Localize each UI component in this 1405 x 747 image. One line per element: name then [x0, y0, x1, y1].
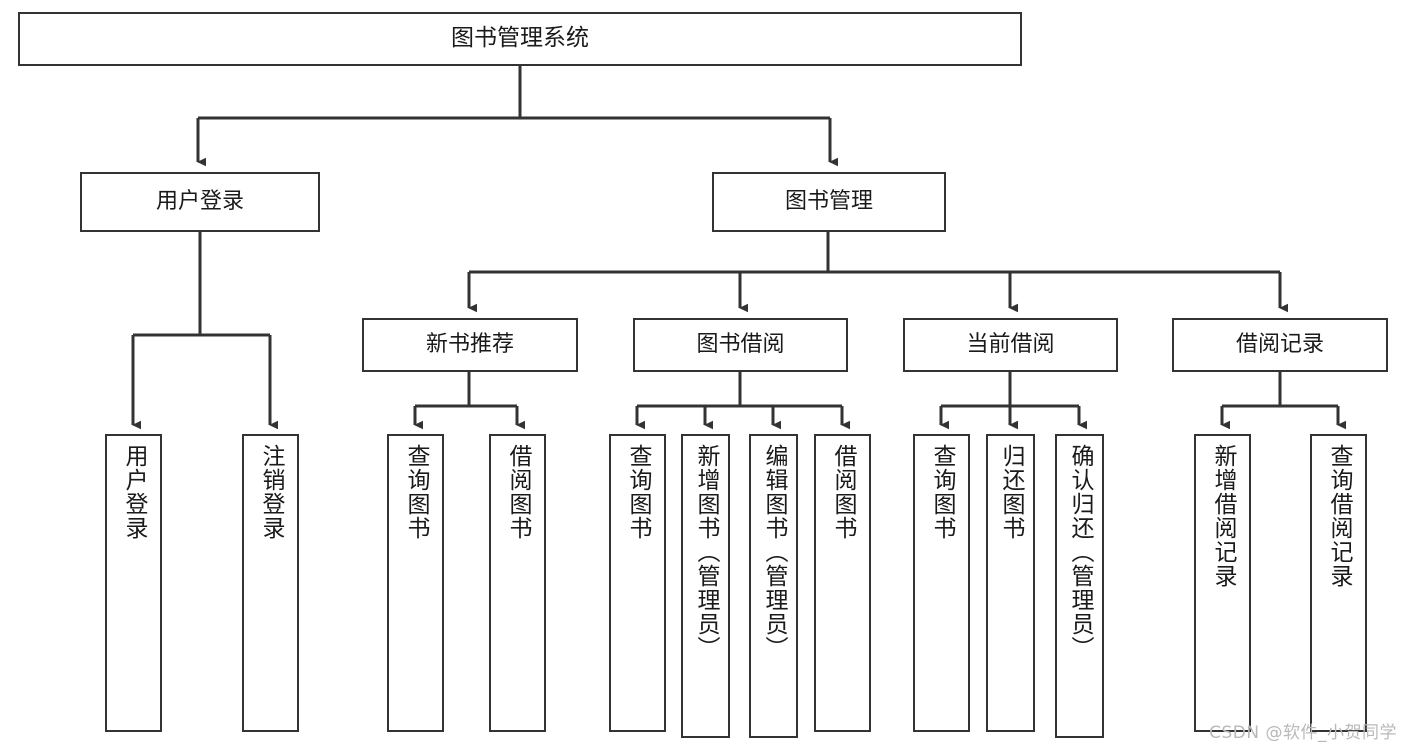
node-leaf-query-book-1[interactable]: 查询图书 — [387, 434, 444, 732]
node-label: 用户登录 — [121, 444, 147, 540]
node-label: 注销登录 — [258, 444, 284, 540]
node-user-login[interactable]: 用户登录 — [80, 172, 320, 232]
node-new-book-recommend[interactable]: 新书推荐 — [362, 318, 578, 372]
node-label: 编辑图书（管理员） — [761, 444, 787, 660]
node-leaf-add-book-admin[interactable]: 新增图书（管理员） — [681, 434, 730, 738]
node-leaf-user-login[interactable]: 用户登录 — [105, 434, 162, 732]
node-label: 查询图书 — [929, 444, 955, 540]
node-leaf-logout-login[interactable]: 注销登录 — [242, 434, 299, 732]
node-leaf-return-book[interactable]: 归还图书 — [986, 434, 1035, 732]
node-label: 查询图书 — [625, 444, 651, 540]
node-book-borrow[interactable]: 图书借阅 — [633, 318, 848, 372]
node-book-management[interactable]: 图书管理 — [712, 172, 946, 232]
node-label: 图书管理 — [784, 189, 873, 215]
node-label: 查询借阅记录 — [1326, 444, 1352, 588]
node-label: 图书借阅 — [696, 332, 785, 358]
node-leaf-query-borrow-record[interactable]: 查询借阅记录 — [1310, 434, 1367, 732]
node-leaf-borrow-book-1[interactable]: 借阅图书 — [489, 434, 546, 732]
node-borrow-record[interactable]: 借阅记录 — [1172, 318, 1388, 372]
node-label: 归还图书 — [998, 444, 1024, 540]
node-leaf-query-book-2[interactable]: 查询图书 — [609, 434, 666, 732]
node-leaf-query-book-3[interactable]: 查询图书 — [913, 434, 970, 732]
node-leaf-confirm-return-admin[interactable]: 确认归还（管理员） — [1055, 434, 1104, 738]
node-label: 图书管理系统 — [451, 25, 589, 52]
node-label: 当前借阅 — [966, 332, 1055, 358]
csdn-watermark: CSDN @软件_小贺同学 — [1209, 723, 1397, 743]
node-label: 新书推荐 — [425, 332, 514, 358]
node-leaf-add-borrow-record[interactable]: 新增借阅记录 — [1194, 434, 1251, 732]
node-label: 确认归还（管理员） — [1067, 444, 1093, 660]
node-label: 用户登录 — [155, 189, 244, 215]
node-label: 新增借阅记录 — [1210, 444, 1236, 588]
node-leaf-borrow-book-2[interactable]: 借阅图书 — [814, 434, 871, 732]
node-book-management-system[interactable]: 图书管理系统 — [18, 12, 1022, 66]
node-current-borrow[interactable]: 当前借阅 — [903, 318, 1118, 372]
node-label: 查询图书 — [403, 444, 429, 540]
node-label: 新增图书（管理员） — [693, 444, 719, 660]
node-label: 借阅记录 — [1235, 332, 1324, 358]
node-label: 借阅图书 — [505, 444, 531, 540]
node-label: 借阅图书 — [830, 444, 856, 540]
node-leaf-edit-book-admin[interactable]: 编辑图书（管理员） — [749, 434, 798, 738]
